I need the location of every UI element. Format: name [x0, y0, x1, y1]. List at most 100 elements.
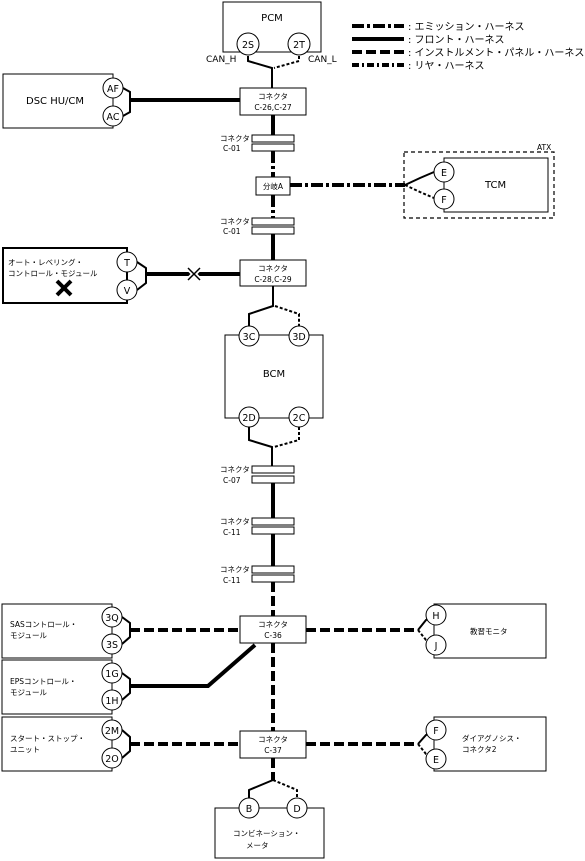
- connector-c36-word: コネクタ: [258, 620, 288, 629]
- wire-dsc-pins: [122, 87, 131, 117]
- svg-text:E: E: [433, 755, 439, 766]
- svg-text:T: T: [123, 258, 130, 269]
- eps-module: EPSコントロール・ モジュール: [1, 659, 113, 715]
- wire-dlc-e: [417, 743, 435, 760]
- start-stop-label-1: スタート・ストップ・: [10, 734, 85, 743]
- al-pin-v: V: [116, 279, 138, 301]
- svg-text:F: F: [433, 726, 438, 737]
- wire-c28-bcm-3d: [274, 305, 300, 326]
- trunk-wires: [247, 56, 300, 800]
- svg-text:3S: 3S: [106, 640, 118, 651]
- open-circuit-cross-icon: [186, 266, 202, 282]
- tcm-label: TCM: [484, 180, 506, 191]
- connector-c28-word: コネクタ: [258, 264, 288, 273]
- auto-leveling-label-2: コントロール・モジュール: [8, 269, 98, 278]
- sas-label-1: SASコントロール・: [10, 620, 77, 629]
- connector-c11-upper: コネクタ C-11: [220, 517, 295, 537]
- connector-c07-id: C-07: [223, 476, 241, 485]
- svg-text:B: B: [246, 804, 253, 815]
- dlc-label-1: ダイアグノシス・: [462, 733, 521, 743]
- svg-text:2T: 2T: [293, 40, 305, 51]
- auto-leveling-module: オート・レベリング・ コントロール・モジュール: [2, 247, 128, 304]
- eps-pin-1g: 1G: [101, 662, 123, 684]
- svg-text:AC: AC: [107, 112, 120, 123]
- wire-c28-bcm-3c: [248, 286, 274, 326]
- connector-c07-word: コネクタ: [220, 465, 250, 474]
- tcm-pin-f: F: [433, 188, 455, 210]
- legend-label-ipanel: : インストルメント・パネル・ハーネス: [408, 47, 584, 59]
- legend-label-front: : フロント・ハーネス: [408, 34, 505, 46]
- connector-c11-lower: コネクタ C-11: [220, 565, 295, 585]
- meter-module: コンビネーション・ メータ: [214, 807, 325, 859]
- dlc-pin-e: E: [425, 748, 447, 770]
- connector-c11b-id: C-11: [223, 576, 241, 585]
- connector-c26-id: C-26,C-27: [254, 103, 292, 112]
- dlc-pin-f: F: [425, 719, 447, 741]
- svg-text:E: E: [441, 168, 447, 179]
- ss-pin-2m: 2M: [101, 719, 123, 741]
- tcm-pin-e: E: [433, 161, 455, 183]
- connector-c01a-word: コネクタ: [220, 134, 250, 143]
- dlc-label-2: コネクタ2: [462, 745, 497, 754]
- start-stop-label-2: ユニット: [10, 745, 40, 754]
- atx-label: ATX: [537, 143, 551, 152]
- wire-pcm-canh: [247, 56, 273, 88]
- atx-enclosure: ATX: [403, 143, 555, 219]
- connector-c01-upper: コネクタ C-01: [220, 134, 295, 153]
- connector-c26-word: コネクタ: [258, 92, 288, 101]
- eps-label-1: EPSコントロール・: [10, 677, 77, 686]
- auto-leveling-label-1: オート・レベリング・: [8, 257, 83, 267]
- meter-pin-b: B: [238, 797, 260, 819]
- wire-ss-pins: [121, 729, 131, 759]
- sas-pin-3q: 3Q: [101, 606, 123, 628]
- meter-label-1: コンビネーション・: [233, 829, 300, 838]
- eps-pin-1h: 1H: [101, 689, 123, 711]
- meter-pin-d: D: [286, 797, 308, 819]
- wire-sas-pins: [121, 616, 131, 645]
- fault-x-icon: [55, 279, 73, 297]
- can-h-label: CAN_H: [206, 55, 236, 65]
- dsc-module: DSC HU/CM: [2, 73, 114, 129]
- pcm-pin-2s: 2S: [236, 32, 260, 56]
- wire-eps-pins: [121, 672, 131, 701]
- connector-c01b-word: コネクタ: [220, 217, 250, 226]
- branch-wires: [121, 87, 435, 760]
- connector-c26-c27: コネクタ C-26,C-27: [239, 87, 307, 116]
- monitor-module: 教習モニタ: [433, 603, 547, 659]
- bcm-pin-3d: 3D: [288, 325, 310, 347]
- connector-c28-id: C-28,C-29: [254, 275, 292, 284]
- monitor-pin-h: H: [425, 604, 447, 626]
- svg-text:2M: 2M: [105, 726, 119, 737]
- dsc-pin-ac: AC: [102, 105, 124, 127]
- svg-text:F: F: [441, 195, 446, 206]
- tcm-module: TCM: [443, 157, 549, 213]
- connector-c37-id: C-37: [264, 746, 282, 755]
- wire-bcm-2d: [248, 427, 273, 466]
- ss-pin-2o: 2O: [101, 747, 123, 769]
- connector-c11a-word: コネクタ: [220, 517, 250, 526]
- sas-pin-3s: 3S: [101, 633, 123, 655]
- wire-meter-b: [248, 779, 274, 800]
- meter-label-2: メータ: [246, 841, 269, 850]
- bcm-module: BCM: [224, 334, 324, 419]
- svg-text:3C: 3C: [243, 332, 256, 343]
- sas-label-2: モジュール: [10, 631, 47, 640]
- pcm-label: PCM: [261, 13, 283, 24]
- svg-text:H: H: [432, 611, 439, 622]
- bcm-pin-2d: 2D: [238, 406, 260, 428]
- start-stop-module: スタート・ストップ・ ユニット: [1, 716, 113, 772]
- connector-c07: コネクタ C-07: [220, 465, 295, 485]
- svg-text:2O: 2O: [105, 754, 119, 765]
- wire-tcm-e: [404, 171, 435, 186]
- dsc-pin-af: AF: [102, 77, 124, 99]
- eps-label-2: モジュール: [10, 688, 47, 697]
- al-pin-t: T: [116, 251, 138, 273]
- wire-tcm-f: [404, 184, 435, 199]
- svg-text:V: V: [124, 286, 131, 297]
- svg-text:1G: 1G: [105, 669, 118, 680]
- wire-bcm-2c: [273, 427, 300, 448]
- pcm-pin-2t: 2T: [287, 32, 311, 56]
- connector-c01-lower: コネクタ C-01: [220, 217, 295, 236]
- svg-text:2D: 2D: [242, 413, 255, 424]
